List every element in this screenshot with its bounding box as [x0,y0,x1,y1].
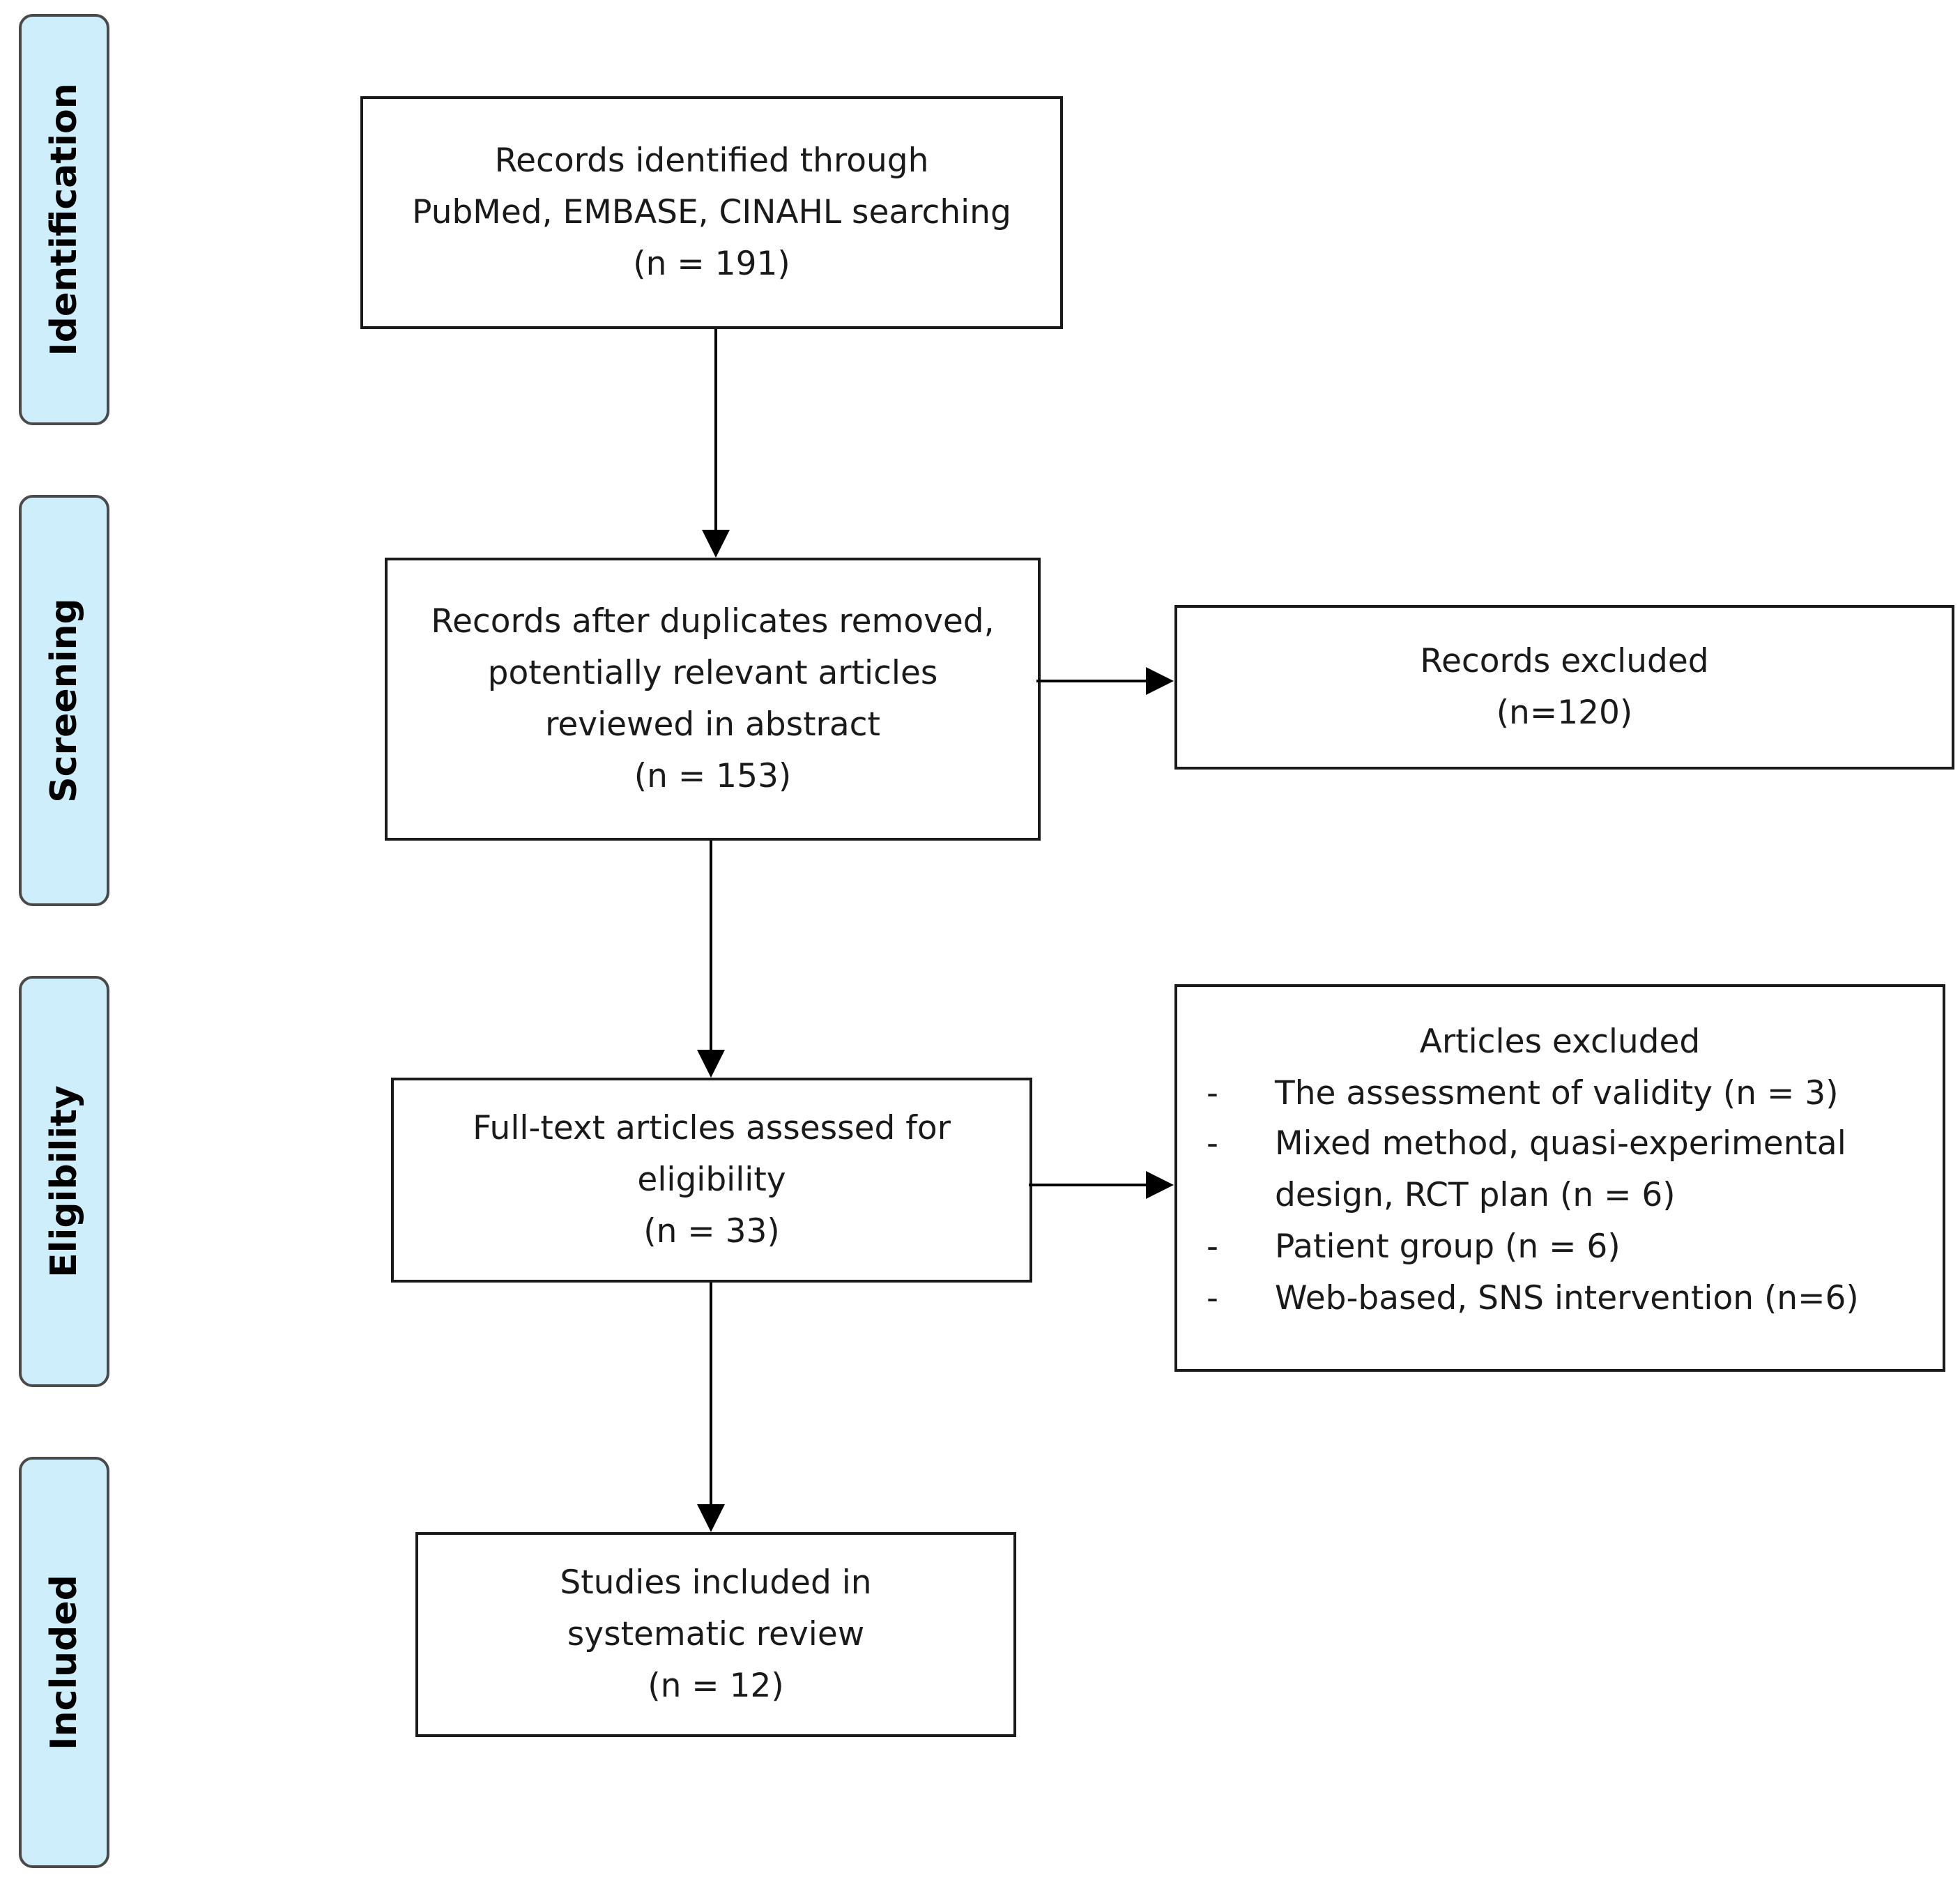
stage-included: Included [19,1457,109,1868]
exclusion-dash: - [1207,1227,1218,1266]
exclusion-mixed-method-line1: Mixed method, quasi-experimental [1275,1124,1846,1163]
full-text-count: (n = 33) [643,1212,780,1250]
full-text-line1: Full-text articles assessed for [473,1109,951,1147]
exclusion-mixed-method-line2: design, RCT plan (n = 6) [1275,1176,1676,1214]
records-identified-line2: PubMed, EMBASE, CINAHL searching [412,193,1011,231]
exclusion-web-based: Web-based, SNS intervention (n=6) [1275,1279,1859,1317]
studies-included-box: Studies included in systematic review (n… [415,1532,1016,1737]
full-text-line2: eligibility [637,1161,786,1199]
stage-eligibility: Eligibility [19,976,109,1387]
records-excluded-box: Records excluded (n=120) [1174,605,1954,770]
stage-screening: Screening [19,495,109,906]
records-screened-line3: reviewed in abstract [545,705,880,744]
records-identified-box: Records identified through PubMed, EMBAS… [360,96,1063,329]
studies-included-line1: Studies included in [560,1563,872,1602]
records-identified-count: (n = 191) [633,245,790,283]
records-identified-line1: Records identified through [494,141,929,180]
records-screened-count: (n = 153) [634,757,792,795]
records-screened-line1: Records after duplicates removed, [431,602,995,641]
exclusion-dash: - [1207,1074,1218,1112]
records-screened-box: Records after duplicates removed, potent… [385,558,1041,841]
exclusion-dash: - [1207,1279,1218,1317]
stage-identification: Identification [19,14,109,425]
exclusion-patient-group: Patient group (n = 6) [1275,1227,1621,1266]
articles-excluded-title: Articles excluded [1419,1023,1701,1061]
exclusion-dash: - [1207,1124,1218,1163]
studies-included-line2: systematic review [567,1615,865,1653]
records-excluded-label: Records excluded [1420,642,1709,680]
records-excluded-count: (n=120) [1496,694,1633,732]
records-screened-line2: potentially relevant articles [487,654,938,692]
studies-included-count: (n = 12) [648,1667,784,1705]
full-text-box: Full-text articles assessed for eligibil… [391,1078,1032,1283]
exclusion-validity: The assessment of validity (n = 3) [1275,1074,1839,1112]
articles-excluded-box: Articles excluded - The assessment of va… [1174,984,1945,1372]
